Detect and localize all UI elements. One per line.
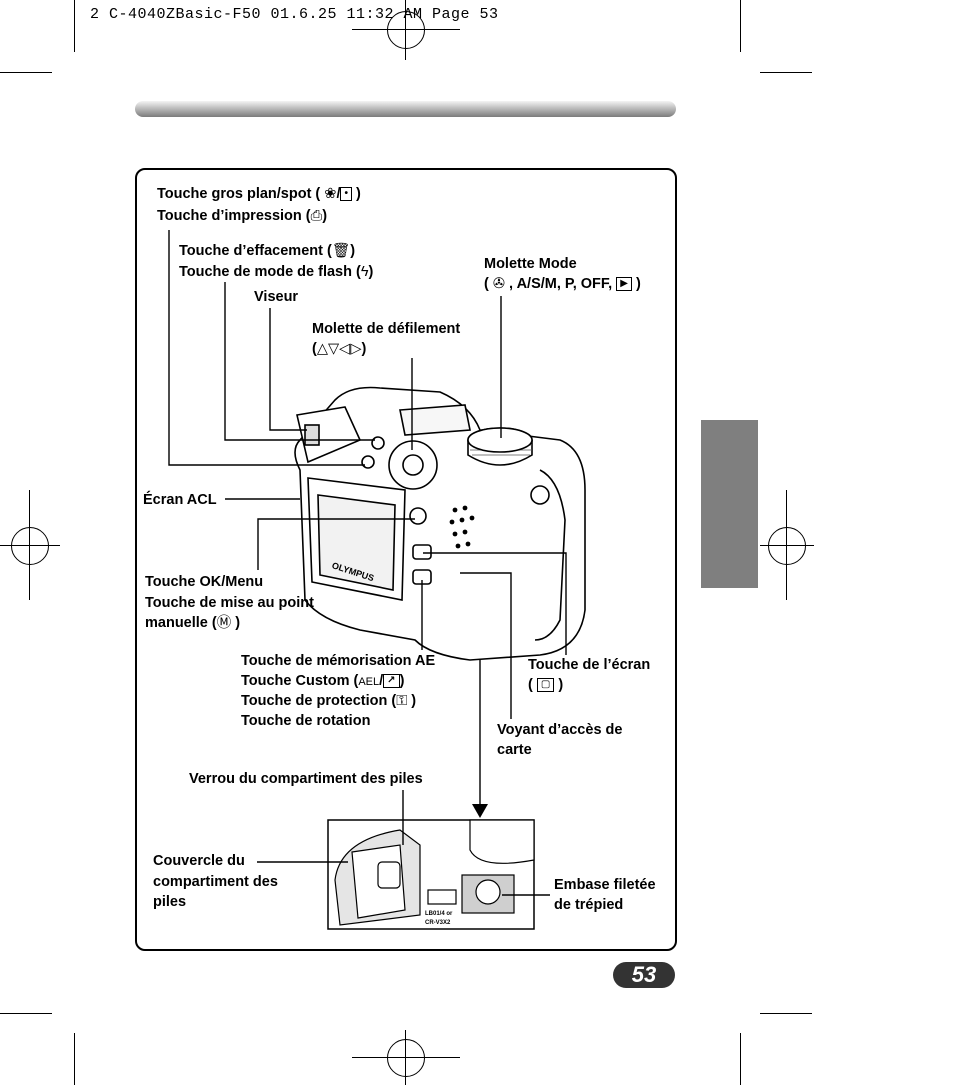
flash-icon: ϟ: [360, 264, 369, 280]
tripod-socket-label-2: de trépied: [554, 897, 624, 913]
battery-cover-label-2: compartiment des: [153, 874, 278, 890]
arrow-up-icon: △: [316, 341, 328, 357]
closeup-icon: ❀: [324, 186, 337, 202]
section-title-bar: [135, 101, 676, 117]
monitor-button-icon-label: ( ▢ ): [528, 677, 564, 693]
manual-focus-icon: Ⓜ: [216, 615, 232, 631]
movie-icon: ✇: [492, 276, 506, 292]
mode-dial-label: Molette Mode: [484, 256, 577, 272]
monitor-icon: ▢: [536, 678, 555, 693]
card-access-lamp-label-2: carte: [497, 742, 532, 758]
lcd-monitor-label: Écran ACL: [143, 492, 217, 508]
closeup-spot-button-label: Touche gros plan/spot ( ❀/• ): [157, 186, 361, 202]
crop-mark: [0, 72, 52, 73]
arrow-right-icon: ▷: [350, 341, 362, 357]
print-icon: ⎙: [310, 208, 323, 224]
tripod-socket-label: Embase filetée: [554, 877, 656, 893]
battery-cover-label-3: piles: [153, 894, 187, 910]
ael-icon: AEL: [358, 676, 380, 688]
ok-menu-button-label: Touche OK/Menu: [145, 574, 264, 590]
erase-button-label: Touche d’effacement (🗑): [179, 243, 356, 259]
arrow-pad-label: Molette de défilement: [312, 321, 461, 337]
spot-icon: •: [340, 187, 352, 202]
manual-focus-button-label: Touche de mise au point: [145, 595, 314, 611]
diagram-frame: [135, 168, 677, 951]
print-button-label: Touche d’impression (⎙): [157, 208, 328, 224]
pointer-arrow: [472, 804, 488, 818]
page-number: 53: [613, 962, 675, 988]
battery-type-text-1: LB01/4 or: [425, 911, 453, 917]
card-access-lamp-label: Voyant d’accès de: [497, 722, 623, 738]
arrow-left-icon: ◁: [339, 341, 351, 357]
chapter-side-tab: [701, 420, 758, 588]
crop-mark: [740, 1033, 741, 1085]
custom-icon: ↗: [383, 674, 400, 689]
arrow-pad-icons-label: (△▽◁▷): [312, 341, 367, 357]
viewfinder-label: Viseur: [254, 289, 299, 305]
battery-cover-label: Couvercle du: [153, 853, 245, 869]
monitor-button-label: Touche de l’écran: [528, 657, 651, 673]
ae-lock-button-label: Touche de mémorisation AE: [241, 653, 436, 669]
rotate-button-label: Touche de rotation: [241, 713, 371, 729]
manual-focus-button-label-2: manuelle (Ⓜ ): [145, 615, 241, 631]
crop-mark: [740, 0, 741, 52]
crop-mark: [74, 0, 75, 52]
custom-button-label: Touche Custom (AEL/↗): [241, 673, 405, 689]
key-icon: ⚿: [396, 693, 408, 709]
crop-mark: [74, 1033, 75, 1085]
arrow-down-icon: ▽: [328, 341, 340, 357]
protect-button-label: Touche de protection (⚿ ): [241, 693, 417, 709]
crop-mark: [760, 72, 812, 73]
flash-mode-button-label: Touche de mode de flash (ϟ): [179, 264, 374, 280]
erase-icon: 🗑: [331, 243, 351, 259]
crop-mark: [760, 1013, 812, 1014]
crop-mark: [0, 1013, 52, 1014]
battery-type-text-2: CR-V3X2: [425, 920, 451, 926]
playback-icon: ▶: [616, 277, 632, 292]
battery-lock-label: Verrou du compartiment des piles: [189, 771, 423, 787]
mode-dial-options-label: ( ✇ , A/S/M, P, OFF, ▶ ): [484, 276, 641, 292]
